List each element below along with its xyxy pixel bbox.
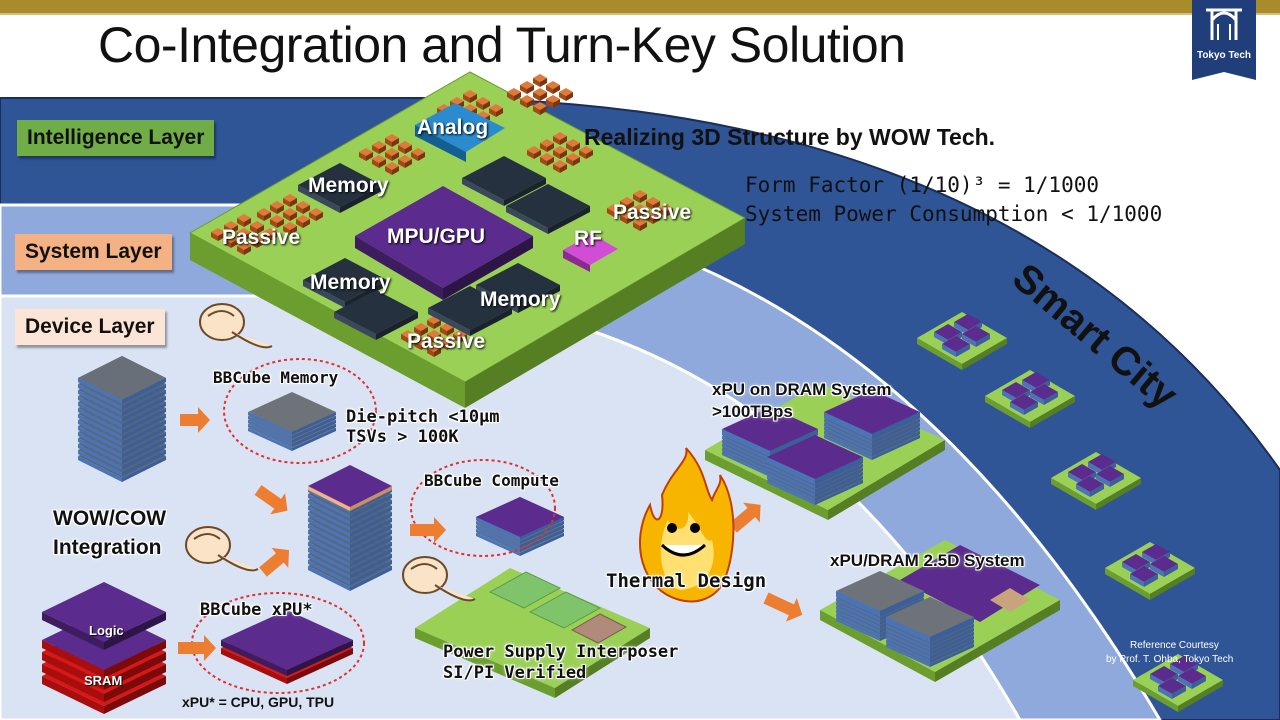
analog-label: Analog bbox=[417, 116, 489, 139]
logo-text: Tokyo Tech bbox=[1196, 50, 1252, 61]
mpu-chip bbox=[355, 186, 533, 288]
thermal-flame-icon bbox=[639, 447, 735, 603]
arrow-wow-down bbox=[254, 485, 288, 515]
memory-mid-label: Memory bbox=[310, 271, 391, 294]
top-gold-bar bbox=[0, 0, 1280, 13]
reference-line1: Reference Courtesy bbox=[1130, 640, 1219, 651]
hand-pointer-icon bbox=[402, 556, 476, 602]
top-gold-line bbox=[0, 13, 1280, 15]
form-factor: Form Factor (1/10)³ = 1/1000 bbox=[745, 173, 1100, 197]
tokyo-tech-logo: Tokyo Tech bbox=[1192, 0, 1256, 80]
device-layer-label: Device Layer bbox=[15, 309, 165, 345]
gate-icon bbox=[1206, 8, 1242, 40]
power-consumption: System Power Consumption < 1/1000 bbox=[745, 202, 1163, 226]
xpu-note: xPU* = CPU, GPU, TPU bbox=[182, 694, 335, 710]
sram-label: SRAM bbox=[84, 673, 123, 688]
intelligence-layer-label: Intelligence Layer bbox=[17, 120, 215, 156]
headline: Realizing 3D Structure by WOW Tech. bbox=[584, 124, 996, 150]
tsv-label: TSVs > 100K bbox=[346, 427, 459, 447]
bbcube-compute-label: BBCube Compute bbox=[424, 471, 559, 490]
integration-label: Integration bbox=[53, 536, 162, 559]
arrow-25d bbox=[763, 592, 803, 622]
bbcube-xpu-label: BBCube xPU* bbox=[200, 600, 313, 620]
mpu-gpu-label: MPU/GPU bbox=[387, 225, 486, 248]
passive-bottom-label: Passive bbox=[407, 330, 486, 353]
xpu-25d-label: xPU/DRAM 2.5D System bbox=[830, 551, 1025, 570]
system-layer-label: System Layer bbox=[15, 234, 172, 270]
thermal-design-label: Thermal Design bbox=[606, 570, 767, 592]
arrow-memory bbox=[180, 407, 210, 433]
bandwidth-label: >100TBps bbox=[712, 402, 793, 421]
interposer-verified-label: SI/PI Verified bbox=[443, 663, 587, 683]
arrow-compute bbox=[410, 517, 446, 543]
interposer-label: Power Supply Interposer bbox=[443, 642, 679, 662]
analog-chip bbox=[415, 103, 505, 152]
arrow-xpu bbox=[178, 635, 216, 661]
passive-left-label: Passive bbox=[222, 226, 301, 249]
memory-top-label: Memory bbox=[308, 174, 389, 197]
hand-pointer-icon bbox=[199, 303, 273, 349]
slide-title: Co-Integration and Turn-Key Solution bbox=[98, 17, 906, 73]
bbcube-memory-label: BBCube Memory bbox=[213, 368, 339, 387]
die-pitch-label: Die-pitch <10μm bbox=[346, 407, 500, 427]
hand-pointer-icon bbox=[185, 526, 259, 572]
reference-line2: by Prof. T. Ohba, Tokyo Tech bbox=[1106, 654, 1234, 665]
rf-label: RF bbox=[574, 227, 602, 250]
arrow-xpu-dram bbox=[729, 502, 761, 533]
passive-right-label: Passive bbox=[613, 201, 692, 224]
xpu-dram-label: xPU on DRAM System bbox=[712, 380, 892, 399]
logic-label: Logic bbox=[89, 623, 124, 638]
wow-cow-label: WOW/COW bbox=[53, 507, 167, 530]
rf-chip bbox=[563, 234, 618, 265]
arrow-wow-up bbox=[259, 547, 290, 577]
memory-right-label: Memory bbox=[480, 288, 561, 311]
